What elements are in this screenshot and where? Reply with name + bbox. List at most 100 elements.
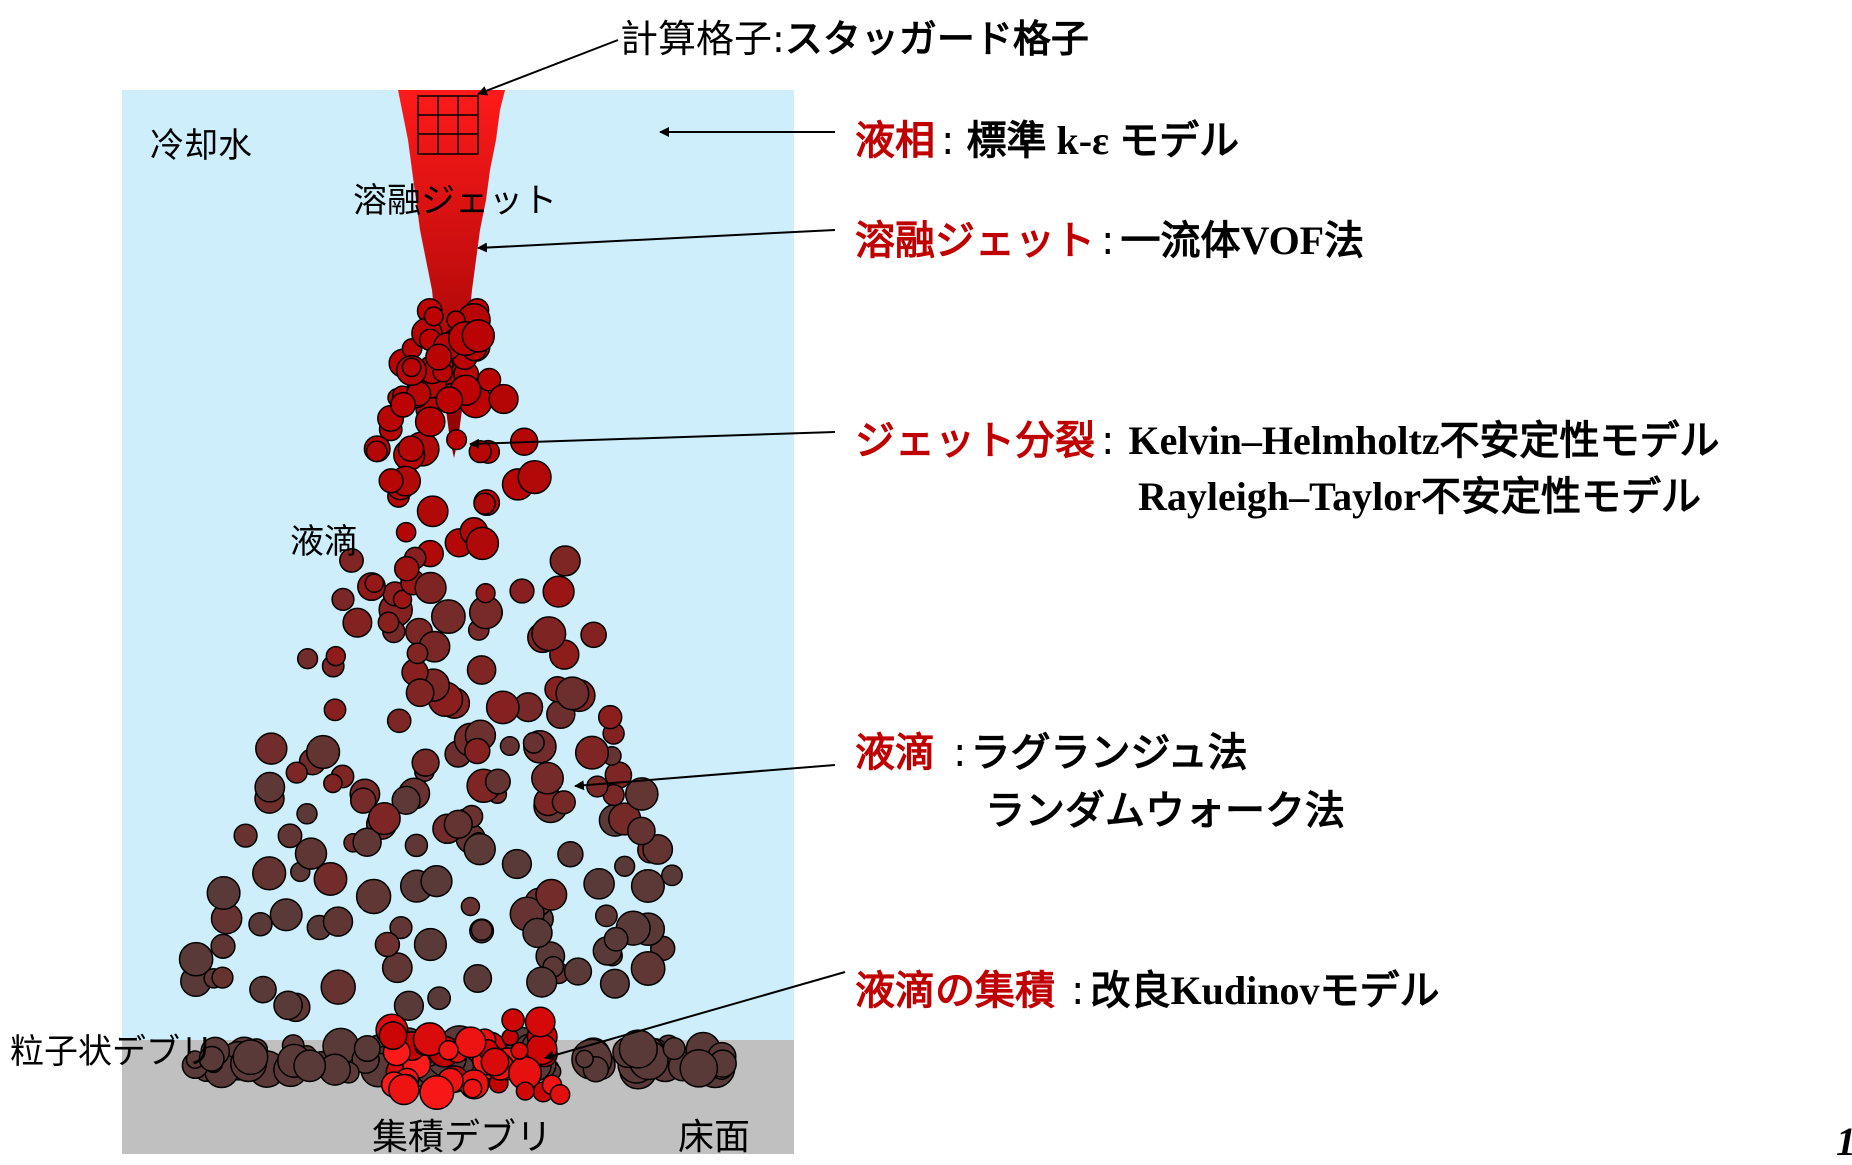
droplet bbox=[624, 777, 659, 811]
droplet bbox=[381, 952, 413, 984]
droplet bbox=[349, 787, 377, 814]
droplet bbox=[461, 319, 496, 353]
accumulated-droplet bbox=[501, 1008, 525, 1032]
droplet bbox=[549, 545, 581, 577]
droplet bbox=[252, 856, 287, 891]
model-droplet-sep: : bbox=[953, 730, 967, 776]
droplet bbox=[401, 357, 422, 378]
model-jet: 溶融ジェット:一流体VOF法 bbox=[855, 208, 1364, 266]
droplet bbox=[339, 547, 364, 573]
droplet bbox=[499, 735, 520, 757]
droplet bbox=[630, 951, 666, 986]
grid-title: 計算格子:スタッガード格子 bbox=[620, 8, 1089, 63]
accumulated-droplet bbox=[515, 1081, 535, 1101]
model-accum-sep: : bbox=[1071, 968, 1085, 1014]
model-jet-name: 溶融ジェット bbox=[855, 218, 1095, 264]
droplet bbox=[414, 571, 447, 605]
model-accum-desc: 改良Kudinovモデル bbox=[1090, 968, 1440, 1013]
droplet bbox=[391, 785, 421, 815]
droplet bbox=[517, 459, 552, 495]
droplet bbox=[542, 575, 575, 608]
grid-prefix: 計算格子: bbox=[620, 17, 785, 61]
droplet bbox=[430, 599, 466, 635]
model-droplet-desc: ラグランジュ法 bbox=[970, 730, 1248, 776]
droplet bbox=[473, 492, 496, 515]
grid-value: スタッガード格子 bbox=[784, 17, 1089, 61]
droplet bbox=[446, 429, 468, 451]
accumulated-droplet bbox=[549, 1084, 571, 1105]
droplet bbox=[377, 611, 400, 634]
droplet bbox=[233, 823, 258, 848]
droplet bbox=[414, 406, 446, 438]
droplet bbox=[563, 957, 593, 986]
droplet bbox=[254, 771, 286, 803]
accum-debris-label: 集積デブリ bbox=[372, 1117, 553, 1158]
debris-particle bbox=[232, 1039, 269, 1076]
droplet bbox=[294, 837, 328, 870]
droplet bbox=[420, 865, 453, 898]
droplet bbox=[435, 386, 464, 414]
droplet bbox=[531, 616, 567, 652]
droplet bbox=[296, 803, 318, 825]
model-accum-name: 液滴の集積 bbox=[855, 968, 1055, 1014]
droplet bbox=[397, 435, 425, 463]
droplet bbox=[599, 968, 630, 999]
model-liquid-desc: 標準 k-ε モデル bbox=[966, 118, 1240, 163]
accum-arrow bbox=[544, 971, 846, 1061]
accumulated-droplet bbox=[419, 1074, 455, 1111]
model-breakup: ジェット分裂:Kelvin–Helmholtz不安定性モデル bbox=[855, 408, 1720, 466]
debris-group bbox=[181, 1006, 737, 1111]
model-droplet-name: 液滴 bbox=[855, 730, 935, 776]
droplet bbox=[464, 737, 491, 765]
droplet bbox=[580, 621, 607, 649]
droplet bbox=[466, 655, 497, 685]
droplet bbox=[614, 855, 636, 877]
droplet bbox=[488, 383, 519, 415]
droplet bbox=[484, 768, 511, 795]
droplet bbox=[501, 848, 533, 880]
droplet bbox=[411, 748, 440, 777]
droplet bbox=[574, 735, 610, 770]
model-accum: 液滴の集積:改良Kudinovモデル bbox=[855, 958, 1439, 1016]
model-liquid-name: 液相 bbox=[855, 118, 935, 164]
model-breakup-sep: : bbox=[1101, 418, 1115, 464]
droplet bbox=[535, 878, 568, 911]
droplet bbox=[211, 966, 234, 989]
coolant-label: 冷却水 bbox=[150, 126, 252, 166]
debris-particle bbox=[198, 1045, 225, 1072]
droplet bbox=[322, 906, 354, 937]
droplet bbox=[586, 775, 609, 798]
droplet bbox=[331, 587, 355, 612]
droplet bbox=[630, 868, 665, 904]
droplet bbox=[460, 896, 481, 917]
model-jet-desc: 一流体VOF法 bbox=[1120, 218, 1365, 263]
melt-jet-label: 溶融ジェット bbox=[353, 181, 557, 221]
droplet bbox=[423, 306, 444, 327]
model-droplet-desc2: ランダムウォーク法 bbox=[985, 788, 1345, 834]
droplet bbox=[604, 761, 633, 789]
droplet bbox=[352, 827, 382, 857]
droplet bbox=[206, 875, 241, 911]
accumulated-droplet bbox=[378, 1021, 408, 1051]
droplet bbox=[475, 583, 496, 604]
model-droplet: 液滴:ラグランジュ法 bbox=[855, 720, 1248, 778]
droplet bbox=[470, 918, 493, 942]
droplet bbox=[320, 969, 356, 1005]
droplet bbox=[583, 867, 615, 900]
droplet bbox=[386, 708, 412, 734]
debris-particle bbox=[575, 1049, 594, 1069]
droplet bbox=[367, 802, 401, 836]
droplet bbox=[465, 526, 500, 561]
jet-arrow bbox=[477, 229, 836, 253]
droplet bbox=[364, 573, 385, 594]
droplet bbox=[296, 648, 319, 670]
model-liquid-sep: : bbox=[941, 118, 955, 164]
droplets-label: 液滴 bbox=[290, 522, 358, 562]
accumulated-droplet bbox=[462, 1078, 483, 1099]
droplet bbox=[378, 468, 404, 494]
droplet bbox=[404, 833, 429, 858]
droplet bbox=[374, 931, 401, 958]
droplet bbox=[526, 966, 558, 998]
model-breakup-name: ジェット分裂 bbox=[855, 418, 1095, 464]
droplet bbox=[485, 690, 520, 725]
